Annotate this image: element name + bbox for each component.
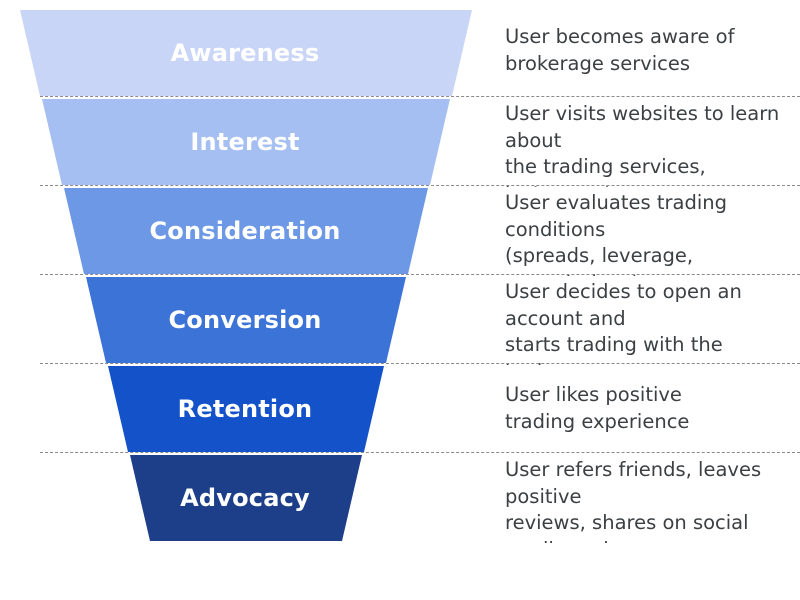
stage-label-conversion: Conversion [168, 306, 322, 334]
funnel-band-consideration [64, 188, 428, 274]
funnel-band-shape-consideration [64, 188, 428, 274]
stage-label-advocacy: Advocacy [180, 484, 310, 512]
funnel-band-shape-awareness [20, 10, 472, 96]
stage-description-retention: User likes positive trading experience [505, 383, 690, 433]
stage-divider [40, 452, 800, 453]
stage-description-awareness: User becomes aware of brokerage services [505, 25, 735, 75]
stage-divider [40, 96, 800, 97]
stage-label-consideration: Consideration [149, 217, 341, 245]
funnel-band-shape-advocacy [130, 455, 362, 541]
stage-label-interest: Interest [190, 128, 300, 156]
funnel-band-conversion [86, 277, 406, 363]
stage-divider [40, 274, 800, 275]
stage-label-retention: Retention [177, 395, 313, 423]
stage-divider [40, 185, 800, 186]
funnel-band-shape-interest [42, 99, 450, 185]
stage-description-consideration: User evaluates trading conditions (sprea… [505, 191, 728, 276]
stage-description-conversion: User decides to open an account and star… [505, 280, 742, 365]
funnel-band-shape-conversion [86, 277, 406, 363]
stage-label-awareness: Awareness [170, 39, 320, 67]
funnel-band-retention [108, 366, 384, 452]
funnel-band-advocacy [130, 455, 362, 541]
stage-description-interest: User visits websites to learn about the … [505, 102, 780, 187]
funnel-band-interest [42, 99, 450, 185]
funnel-band-shape-retention [108, 366, 384, 452]
stage-description-advocacy: User refers friends, leaves positive rev… [505, 458, 762, 543]
funnel-band-awareness [20, 10, 472, 96]
stage-divider [40, 363, 800, 364]
